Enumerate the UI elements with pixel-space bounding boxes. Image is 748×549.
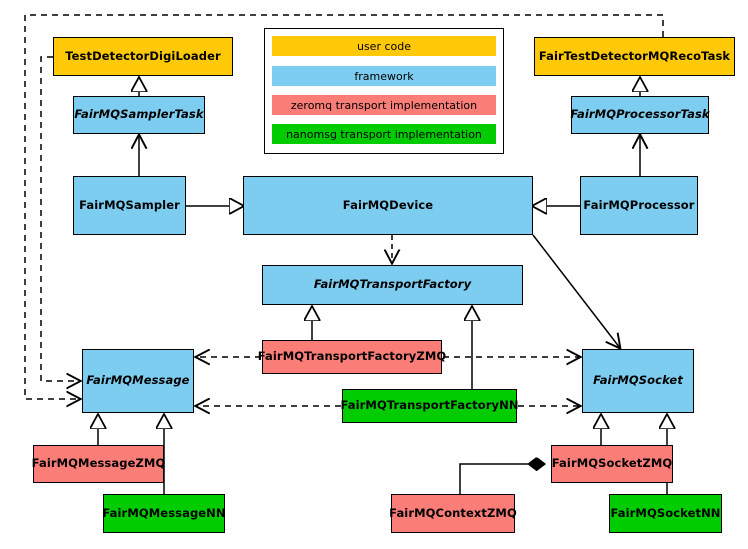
class-label-fairmqsocketnn: FairMQSocketNN <box>610 505 721 520</box>
edge-socketzmq-contextzmq <box>459 464 545 494</box>
legend-item-zeromq: zeromq transport implementation <box>272 95 496 115</box>
class-node-testdetectordigiloader[interactable]: TestDetectorDigiLoader <box>53 37 233 76</box>
class-label-fairtestdetectormqrecotask: FairTestDetectorMQRecoTask <box>538 48 731 63</box>
legend-item-framework: framework <box>272 66 496 86</box>
class-node-fairmqprocessortask[interactable]: FairMQProcessorTask <box>570 96 710 134</box>
class-label-testdetectordigiloader: TestDetectorDigiLoader <box>65 48 221 63</box>
class-label-fairmqtransportfactorynn: FairMQTransportFactoryNN <box>340 398 519 413</box>
legend-label-user-code: user code <box>356 39 412 53</box>
class-node-fairmqsocketzmq[interactable]: FairMQSocketZMQ <box>551 445 673 483</box>
class-label-fairmqprocessortask: FairMQProcessorTask <box>570 107 710 122</box>
class-node-fairmqcontextzmq[interactable]: FairMQContextZMQ <box>389 494 517 533</box>
class-label-fairmqtransportfactory: FairMQTransportFactory <box>313 277 472 292</box>
class-node-fairmqtransportfactorynn[interactable]: FairMQTransportFactoryNN <box>340 389 519 423</box>
class-label-fairmqsocketzmq: FairMQSocketZMQ <box>551 456 673 471</box>
legend-item-user-code: user code <box>272 36 496 56</box>
class-label-fairmqsamplertask: FairMQSamplerTask <box>74 107 204 122</box>
class-label-fairmqmessagezmq: FairMQMessageZMQ <box>31 456 166 471</box>
edge-device-socket <box>532 234 620 348</box>
class-node-fairmqtransportfactoryzmq[interactable]: FairMQTransportFactoryZMQ <box>258 340 446 374</box>
class-label-fairmqprocessor: FairMQProcessor <box>583 197 695 212</box>
class-label-fairmqtransportfactoryzmq: FairMQTransportFactoryZMQ <box>257 349 447 364</box>
class-node-fairmqsocket[interactable]: FairMQSocket <box>582 349 694 413</box>
class-node-fairmqmessagezmq[interactable]: FairMQMessageZMQ <box>31 445 166 483</box>
class-label-fairmqcontextzmq: FairMQContextZMQ <box>389 505 517 520</box>
class-node-fairmqsamplertask[interactable]: FairMQSamplerTask <box>73 96 205 134</box>
class-label-fairmqmessage: FairMQMessage <box>86 373 190 388</box>
class-label-fairmqsampler: FairMQSampler <box>79 197 180 212</box>
class-node-fairmqdevice[interactable]: FairMQDevice <box>243 176 533 235</box>
class-node-fairmqsocketnn[interactable]: FairMQSocketNN <box>609 494 722 533</box>
class-node-fairmqmessage[interactable]: FairMQMessage <box>82 349 194 413</box>
legend-label-framework: framework <box>354 69 414 83</box>
class-node-fairmqsampler[interactable]: FairMQSampler <box>73 176 186 235</box>
legend-label-zeromq: zeromq transport implementation <box>290 98 478 112</box>
class-node-fairmqprocessor[interactable]: FairMQProcessor <box>580 176 698 235</box>
class-label-fairmqsocket: FairMQSocket <box>593 373 683 388</box>
legend-item-nanomsg: nanomsg transport implementation <box>272 124 496 144</box>
class-label-fairmqmessagenn: FairMQMessageNN <box>102 505 226 520</box>
class-label-fairmqdevice: FairMQDevice <box>342 197 434 212</box>
class-node-fairmqtransportfactory[interactable]: FairMQTransportFactory <box>262 265 523 305</box>
legend-label-nanomsg: nanomsg transport implementation <box>286 127 482 141</box>
class-node-fairtestdetectormqrecotask[interactable]: FairTestDetectorMQRecoTask <box>534 37 735 76</box>
class-node-fairmqmessagenn[interactable]: FairMQMessageNN <box>102 494 226 533</box>
